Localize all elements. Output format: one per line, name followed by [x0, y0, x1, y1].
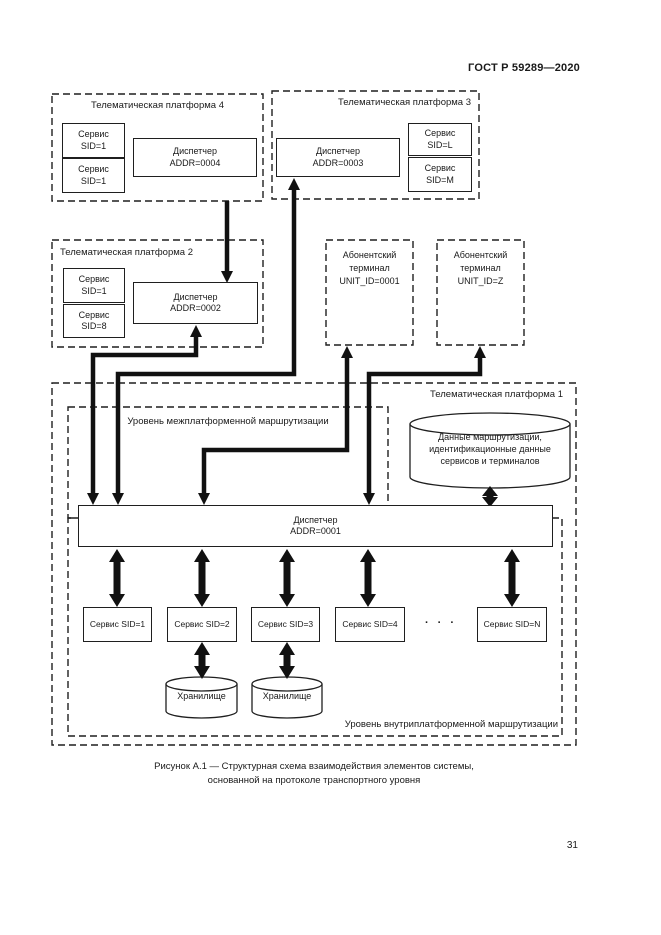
inter-routing-level-label: Уровень межплатформенной маршрутизации	[127, 416, 329, 427]
db-line2: идентификационные данные	[429, 444, 551, 454]
arrow-dispatcher2-dispatcher1	[90, 336, 199, 494]
platform3-title: Телематическая платформа 3	[338, 97, 471, 108]
platform3-serviceM-box: Сервис SID=M	[408, 157, 472, 192]
db-line3: сервисов и терминалов	[440, 456, 540, 466]
terminal-unit-id: UNIT_ID=0001	[339, 276, 400, 286]
platform4-dispatcher-box: Диспетчер ADDR=0004	[133, 138, 257, 177]
arrowhead-into-dispatcher2-bottom	[190, 325, 202, 337]
terminalZ-label: Абонентский терминал UNIT_ID=Z	[437, 249, 524, 288]
arrowhead-into-dispatcher1-c	[198, 493, 210, 505]
service-label: Сервис	[424, 128, 456, 138]
platform1-frame	[51, 382, 577, 746]
dispatcher-label: Диспетчер	[172, 146, 218, 156]
intra-routing-level-label: Уровень внутриплатформенной маршрутизаци…	[344, 719, 558, 730]
dispatcher-addr: ADDR=0002	[170, 303, 221, 313]
routing-database-label: Данные маршрутизации, идентификационные …	[400, 431, 580, 467]
terminal-unit-id: UNIT_ID=Z	[457, 276, 504, 286]
platform4-title: Телематическая платформа 4	[91, 100, 224, 111]
arrowhead-into-dispatcher2-top	[221, 271, 233, 283]
service-label: Сервис	[78, 309, 110, 320]
arrowhead-into-dispatcher1-a	[87, 493, 99, 505]
services-ellipsis: · · ·	[424, 617, 458, 629]
terminal-word1: Абонентский	[453, 250, 508, 260]
dispatcher-addr: ADDR=0003	[312, 157, 364, 168]
arrows-dispatcher1-services	[109, 549, 520, 607]
terminal-word2: терминал	[349, 263, 390, 273]
platform1-dispatcher-box: Диспетчер ADDR=0001	[78, 505, 553, 547]
service-label: Сервис	[424, 163, 456, 173]
arrow-dispatcher3-dispatcher1	[115, 189, 297, 494]
service-sid: SID=1	[81, 285, 107, 296]
service-label: Сервис SID=2	[174, 618, 230, 629]
service-sid: SID=M	[426, 174, 454, 185]
platform3-serviceL-box: Сервис SID=L	[408, 123, 472, 156]
platform1-service2-box: Сервис SID=2	[167, 607, 237, 642]
platform3-dispatcher-box: Диспетчер ADDR=0003	[276, 138, 400, 177]
arrowhead-into-dispatcher1-d	[363, 493, 375, 505]
service-sid: SID=1	[80, 140, 107, 151]
service-label: Сервис	[78, 129, 109, 139]
service-label: Сервис	[78, 164, 109, 174]
standard-number-header: ГОСТ Р 59289—2020	[468, 62, 580, 74]
page-number: 31	[566, 840, 578, 851]
dispatcher-addr: ADDR=0004	[169, 157, 221, 168]
service-label: Сервис SID=3	[257, 618, 314, 629]
platform2-frame	[51, 239, 264, 348]
platform2-service1-box: Сервис SID=1	[63, 268, 125, 303]
storage2-label: Хранилище	[262, 691, 312, 701]
service-sid: SID=8	[81, 321, 107, 331]
arrowhead-into-dispatcher1-b	[112, 493, 124, 505]
platform1-service4-box: Сервис SID=4	[335, 607, 405, 642]
terminal1-frame	[325, 239, 414, 346]
platform2-service8-box: Сервис SID=8	[63, 304, 125, 338]
arrow-database-dispatcher1	[482, 486, 498, 507]
platform1-serviceN-box: Сервис SID=N	[477, 607, 547, 642]
dispatcher-label: Диспетчер	[173, 291, 218, 302]
service-label: Сервис SID=1	[89, 618, 146, 629]
figure-caption-line2: основанной на протоколе транспортного ур…	[207, 775, 421, 786]
arrowhead-into-dispatcher3	[288, 178, 300, 190]
storage1-label: Хранилище	[177, 691, 226, 701]
service-label: Сервис SID=N	[483, 618, 541, 629]
platform1-title: Телематическая платформа 1	[430, 389, 563, 400]
arrowhead-into-terminal1	[341, 346, 353, 358]
platform1-service3-box: Сервис SID=3	[251, 607, 320, 642]
terminal-word1: Абонентский	[342, 250, 397, 260]
db-line1: Данные маршрутизации,	[438, 432, 542, 442]
storage1-cylinder	[165, 676, 238, 719]
platform4-frame	[51, 93, 264, 202]
platform3-frame	[271, 90, 480, 200]
platform4-service2-box: Сервис SID=1	[62, 158, 125, 193]
terminal-word2: терминал	[460, 263, 501, 273]
service-sid: SID=L	[427, 139, 453, 150]
dispatcher-label: Диспетчер	[315, 146, 361, 156]
arrows-services-storages	[194, 642, 295, 679]
service-label: Сервис	[78, 274, 110, 284]
dispatcher-addr: ADDR=0001	[290, 526, 341, 536]
dispatcher-label: Диспетчер	[293, 514, 338, 525]
service-label: Сервис SID=4	[342, 618, 398, 629]
arrow-terminal1-dispatcher1	[201, 357, 350, 494]
service-sid: SID=1	[80, 175, 107, 186]
terminalZ-frame	[436, 239, 525, 346]
figure-caption-line1: Рисунок А.1 — Структурная схема взаимоде…	[154, 761, 474, 772]
inter-routing-level-frame	[67, 406, 389, 519]
platform2-dispatcher-box: Диспетчер ADDR=0002	[133, 282, 258, 324]
platform2-title: Телематическая платформа 2	[60, 247, 193, 258]
arrow-terminalZ-dispatcher1	[366, 357, 483, 494]
arrowhead-into-terminalZ	[474, 346, 486, 358]
terminal1-label: Абонентский терминал UNIT_ID=0001	[326, 249, 413, 288]
storage2-cylinder	[251, 676, 323, 719]
platform4-service1-box: Сервис SID=1	[62, 123, 125, 158]
platform1-service1-box: Сервис SID=1	[83, 607, 152, 642]
